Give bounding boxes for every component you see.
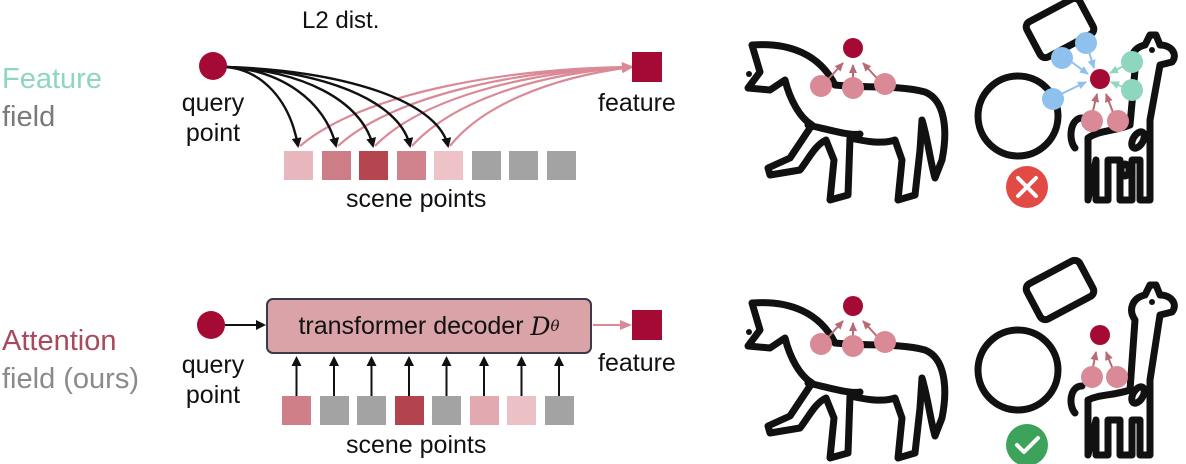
scene-point-square <box>432 396 461 425</box>
rectangle-object <box>1022 0 1098 62</box>
bottom-query-point <box>197 311 225 339</box>
top-query-point <box>199 52 227 80</box>
node-blue <box>1051 47 1073 69</box>
scene-point-square <box>357 396 386 425</box>
scene-to-decoder-arrows <box>291 356 564 396</box>
node-pink <box>810 333 832 355</box>
top-feature-label: feature <box>598 89 676 117</box>
scene-point-square <box>471 151 501 180</box>
giraffe-attention-bottom <box>1081 325 1128 388</box>
node-blue <box>1042 88 1064 110</box>
scene-shapes-top <box>974 0 1178 204</box>
pink-curve <box>374 62 634 147</box>
query-label-line2: point <box>185 119 241 147</box>
feature-field-title: Feature field <box>2 60 102 136</box>
attention-field-title-line1: Attention <box>2 325 117 357</box>
node-query <box>1090 69 1110 89</box>
decoder-text: transformer decoder <box>298 311 531 340</box>
scene-point-square <box>359 151 388 180</box>
scene-point-square <box>284 151 313 180</box>
pink-curve <box>411 62 634 147</box>
scene-point-square <box>469 396 499 425</box>
node-pink <box>842 77 864 99</box>
query-label-line1: query <box>181 351 245 379</box>
node-query <box>1090 325 1110 345</box>
node-pink <box>874 73 896 95</box>
node-query <box>843 296 863 316</box>
horse-eye <box>746 329 752 335</box>
circle-object <box>974 326 1062 414</box>
node-query <box>843 38 863 58</box>
bottom-feature-label: feature <box>598 349 676 377</box>
node-pink <box>1081 110 1103 132</box>
node-pink <box>874 331 896 353</box>
giraffe-eye <box>1149 47 1155 53</box>
scene-point-square <box>546 151 576 180</box>
scene-point-square <box>319 396 349 425</box>
node-pink <box>1106 366 1128 388</box>
horse-attention-bottom <box>810 296 896 357</box>
node-teal <box>1121 79 1143 101</box>
feature-aggregation-curves <box>299 62 634 147</box>
node-pink <box>1081 366 1103 388</box>
scene-point-square <box>434 151 463 180</box>
pink-curve <box>449 63 634 147</box>
giraffe-object <box>1067 281 1178 459</box>
black-curve <box>225 65 302 148</box>
scene-point-square <box>321 151 351 180</box>
feature-field-title-line2: field <box>2 101 56 133</box>
scene-point-square <box>509 151 538 180</box>
scene-point-square <box>394 396 424 425</box>
top-query-label: query point <box>168 88 258 148</box>
black-curve <box>225 65 414 148</box>
bottom-query-label: query point <box>168 350 258 410</box>
node-pink <box>810 75 832 97</box>
circle-object <box>974 72 1062 160</box>
black-curve <box>225 65 339 148</box>
node-teal <box>1121 51 1143 73</box>
attention-field-title: Attention field (ours) <box>2 322 139 398</box>
l2-distance-arrows <box>225 65 452 148</box>
horse-illustration-bottom <box>744 299 949 462</box>
l2-distance-label: L2 dist. <box>302 7 380 34</box>
rectangle-object <box>1022 256 1098 324</box>
scene-point-square <box>282 396 311 425</box>
top-scene-points-label: scene points <box>346 185 487 213</box>
scene-point-square <box>396 151 426 180</box>
horse-eye <box>746 71 752 77</box>
node-pink <box>842 335 864 357</box>
cross-icon <box>1006 166 1048 208</box>
giraffe-attention-top <box>1042 32 1143 132</box>
top-feature-square <box>632 52 662 82</box>
bottom-scene-points-label: scene points <box>346 431 487 459</box>
query-label-line1: query <box>181 89 245 117</box>
horse-attention-top <box>810 38 896 99</box>
black-curve <box>225 65 452 148</box>
node-blue <box>1075 32 1097 54</box>
giraffe-eye <box>1149 299 1155 305</box>
decoder-subscript: θ <box>550 317 560 335</box>
horse-illustration-top <box>744 41 949 204</box>
scene-point-square <box>507 396 536 425</box>
scene-shapes-bottom <box>974 256 1178 459</box>
scene-point-square <box>544 396 574 425</box>
bottom-feature-square <box>632 310 662 340</box>
attention-field-title-line2: field (ours) <box>2 363 139 395</box>
node-pink <box>1107 110 1129 132</box>
query-label-line2: point <box>185 381 241 409</box>
decoder-symbol: D <box>530 311 551 341</box>
check-icon <box>1006 424 1048 464</box>
feature-field-title-line1: Feature <box>2 63 102 95</box>
